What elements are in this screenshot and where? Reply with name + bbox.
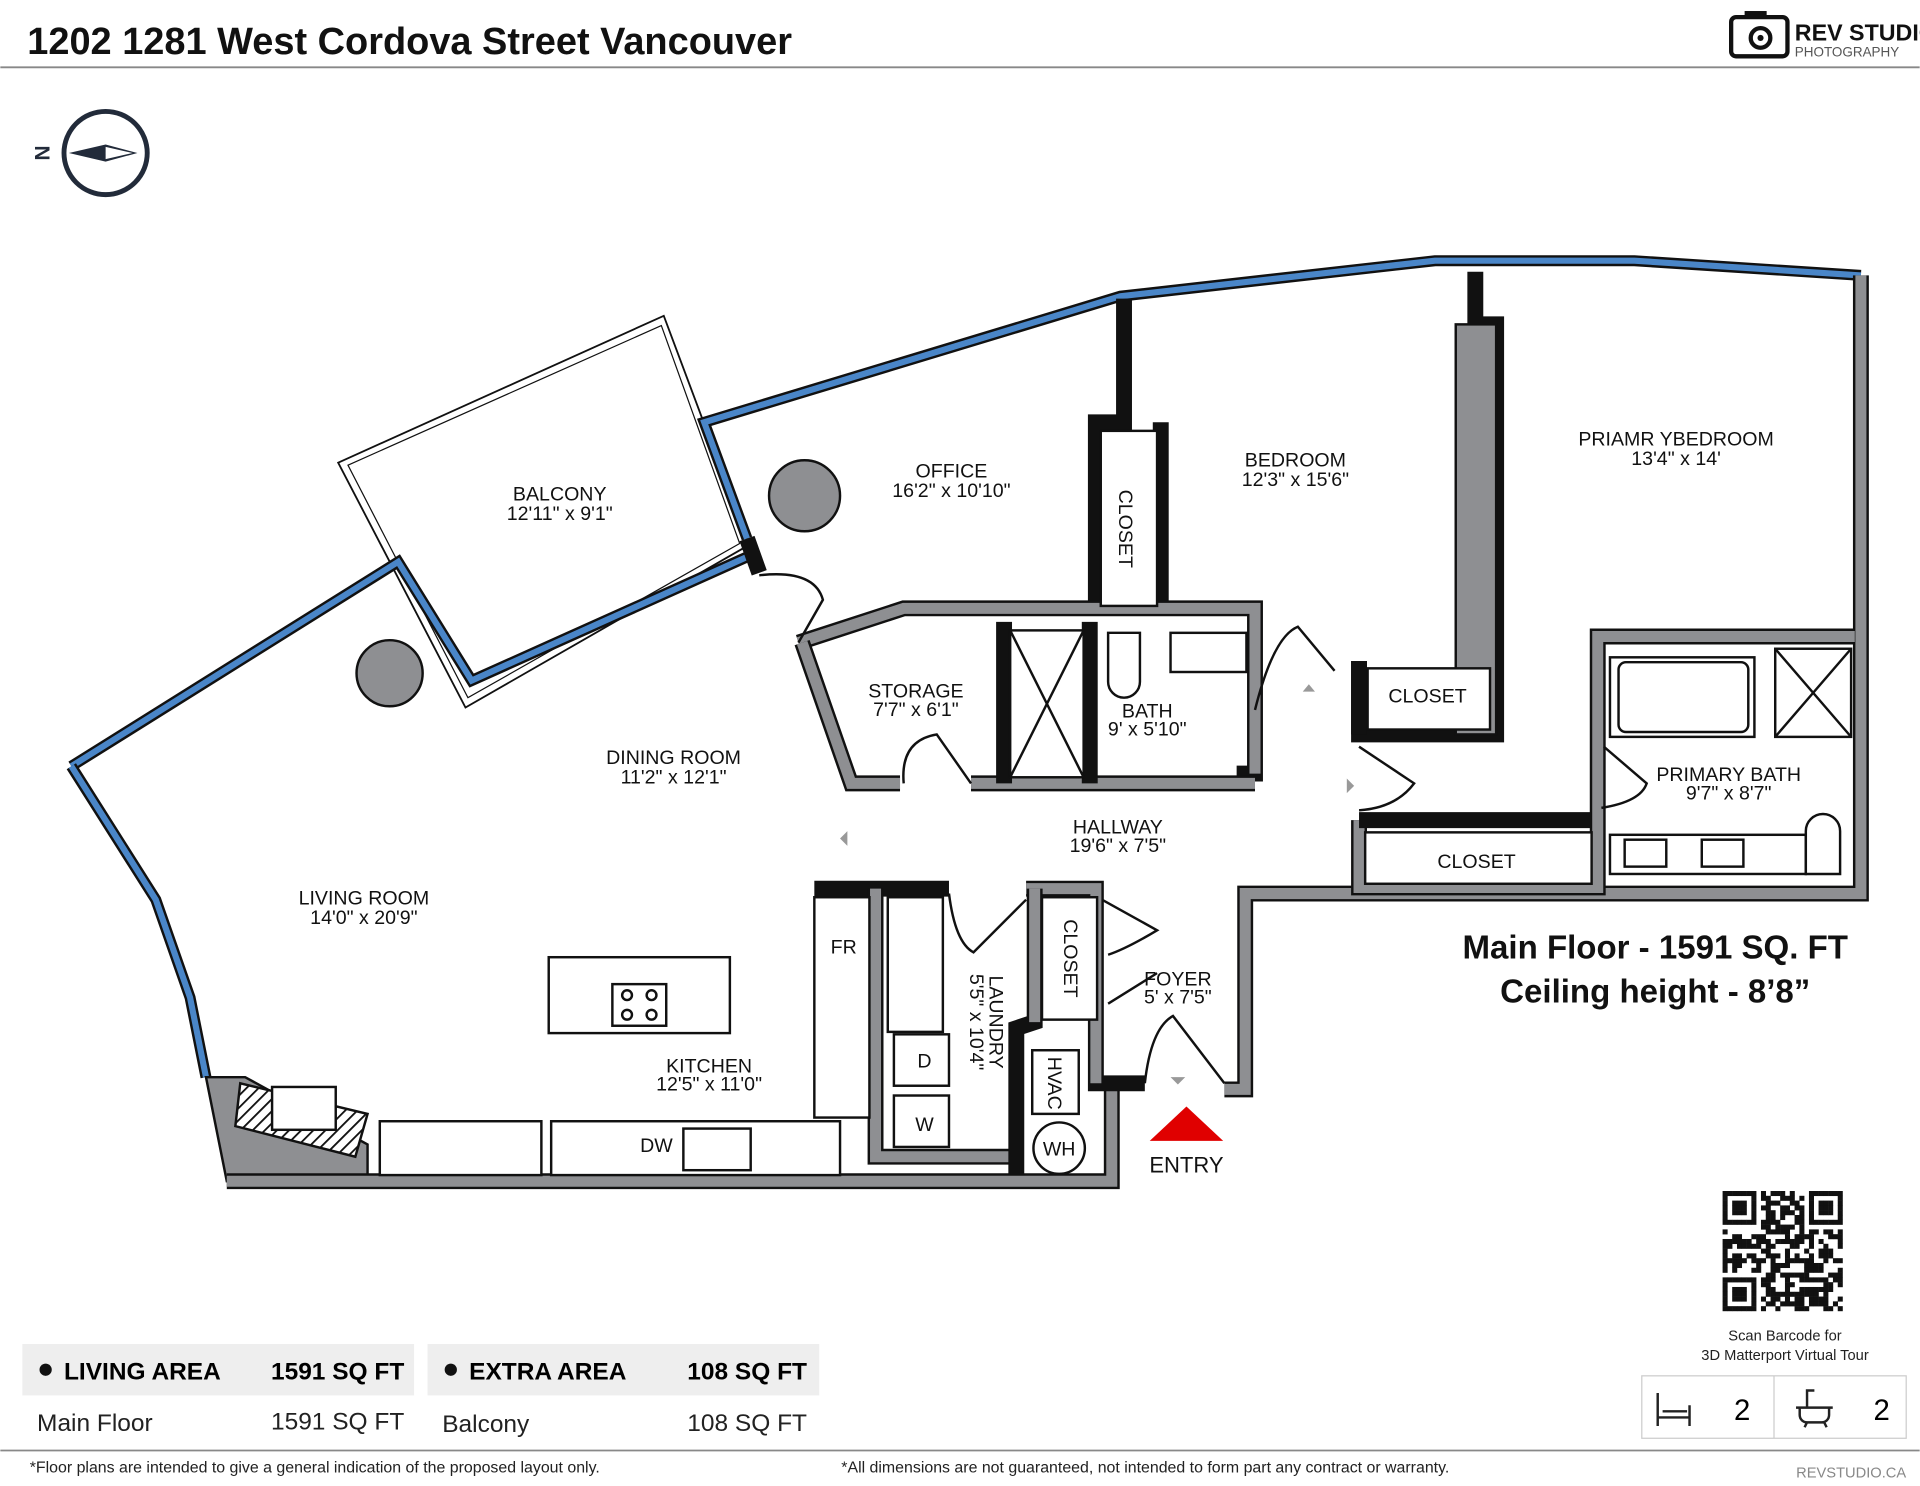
camera-icon xyxy=(1729,11,1790,59)
bedroom-label: BEDROOM xyxy=(1245,449,1346,471)
fridge xyxy=(813,896,871,1119)
bedroom-closet-label: CLOSET xyxy=(1388,686,1466,708)
closet-foyer-box xyxy=(1040,896,1099,1021)
kitchen-dims: 12'5" x 11'0" xyxy=(656,1074,762,1096)
primary-bedroom-dims: 13'4" x 14' xyxy=(1631,448,1721,470)
doors xyxy=(759,573,1649,1085)
washer-label: W xyxy=(915,1114,934,1136)
main-floor-area: Main Floor - 1591 SQ. FT xyxy=(1463,929,1848,966)
toilet-primary xyxy=(1804,812,1842,876)
qr-caption-2: 3D Matterport Virtual Tour xyxy=(1701,1348,1869,1364)
bathtub-icon xyxy=(1796,1389,1833,1428)
dining-label: DINING ROOM xyxy=(606,747,741,769)
storage-label: STORAGE xyxy=(868,681,963,703)
page-title: 1202 1281 West Cordova Street Vancouver xyxy=(27,21,792,63)
bed-icon xyxy=(1656,1392,1691,1427)
closet-office-box xyxy=(1099,429,1159,608)
living-area-total: 1591 SQ FT xyxy=(271,1359,404,1386)
ceiling-height: Ceiling height - 8’8” xyxy=(1500,973,1810,1010)
compass-icon: N xyxy=(31,108,150,198)
fireplace xyxy=(270,1085,337,1132)
bedroom-dims: 12'3" x 15'6" xyxy=(1242,469,1349,491)
kitchen-label: KITCHEN xyxy=(666,1055,752,1077)
foyer-label: FOYER xyxy=(1144,968,1211,990)
fixtures xyxy=(234,429,1853,1177)
office-dims: 16'2" x 10'10" xyxy=(892,480,1010,502)
living-label: LIVING ROOM xyxy=(299,888,430,910)
hallway-label: HALLWAY xyxy=(1073,817,1163,839)
room-labels: BALCONY 12'11" x 9'1" OFFICE 16'2" x 10'… xyxy=(299,429,1801,1178)
dining-dims: 11'2" x 12'1" xyxy=(621,766,727,788)
balcony-dims: 12'11" x 9'1" xyxy=(507,503,613,525)
rev-studio-logo: REV STUDIO PHOTOGRAPHY xyxy=(1729,11,1920,59)
bath-sink xyxy=(1169,631,1248,674)
entry-arrow-icon xyxy=(1149,1106,1224,1141)
footer-note-middle: *All dimensions are not guaranteed, not … xyxy=(841,1460,1449,1477)
bath-dims: 9' x 5'10" xyxy=(1108,719,1187,741)
water-heater xyxy=(1032,1121,1087,1176)
laundry-label: LAUNDRY xyxy=(984,975,1006,1068)
water-heater-label: WH xyxy=(1043,1139,1076,1161)
balcony-label: BALCONY xyxy=(513,484,607,506)
toilet xyxy=(1106,631,1142,699)
entry-label: ENTRY xyxy=(1149,1153,1224,1178)
office-closet-label: CLOSET xyxy=(1114,490,1136,568)
room-counts: 2 2 xyxy=(1641,1375,1907,1439)
compass-north-label: N xyxy=(31,145,54,160)
bathroom-count: 2 xyxy=(1874,1394,1890,1427)
footer-site-link[interactable]: REVSTUDIO.CA xyxy=(1796,1465,1906,1481)
hvac-label: HVAC xyxy=(1043,1057,1065,1110)
extra-area-total: 108 SQ FT xyxy=(687,1359,807,1386)
primary-bedroom-label: PRIAMR YBEDROOM xyxy=(1578,429,1773,451)
storage-dims: 7'7" x 6'1" xyxy=(873,699,959,721)
logo-main-text: REV STUDIO xyxy=(1795,19,1920,45)
bedroom-count: 2 xyxy=(1734,1394,1750,1427)
closet-bedroom-box xyxy=(1366,667,1492,731)
hallway-dims: 19'6" x 7'5" xyxy=(1070,835,1167,857)
primary-bath-label: PRIMARY BATH xyxy=(1656,764,1801,786)
windows xyxy=(66,255,1862,1079)
living-dims: 14'0" x 20'9" xyxy=(310,907,417,929)
dishwasher-label: DW xyxy=(640,1135,673,1157)
living-area-header: LIVING AREA xyxy=(64,1359,221,1386)
cooktop-icon xyxy=(611,982,668,1027)
main-floor-row-label: Main Floor xyxy=(37,1410,153,1437)
logo-sub-text: PHOTOGRAPHY xyxy=(1795,44,1899,59)
qr-code[interactable] xyxy=(1722,1191,1843,1312)
area-table: LIVING AREA 1591 SQ FT EXTRA AREA 108 SQ… xyxy=(22,1344,820,1438)
primary-bath-dims: 9'7" x 8'7" xyxy=(1686,782,1772,804)
laundry-sink xyxy=(886,896,945,1034)
sink-icon xyxy=(682,1127,752,1172)
walls xyxy=(204,271,1869,1190)
laundry-dims: 5'5" x 10'4" xyxy=(965,974,987,1071)
balcony-row-value: 108 SQ FT xyxy=(687,1410,807,1437)
foyer-closet-label: CLOSET xyxy=(1059,919,1081,997)
extra-area-header: EXTRA AREA xyxy=(469,1359,627,1386)
dryer xyxy=(892,1033,951,1087)
balcony-row-label: Balcony xyxy=(442,1411,530,1438)
bath-label: BATH xyxy=(1122,700,1173,722)
fridge-label: FR xyxy=(831,937,857,959)
office-label: OFFICE xyxy=(916,460,988,482)
closet-hall-box xyxy=(1363,831,1593,885)
main-floor-row-value: 1591 SQ FT xyxy=(271,1409,404,1436)
column-living xyxy=(355,638,424,708)
foyer-dims: 5' x 7'5" xyxy=(1144,987,1212,1009)
footer-note-left: *Floor plans are intended to give a gene… xyxy=(30,1460,600,1477)
hvac-unit xyxy=(1030,1049,1080,1116)
washer xyxy=(892,1094,951,1149)
qr-caption-1: Scan Barcode for xyxy=(1728,1328,1841,1344)
column-office xyxy=(767,459,842,533)
dryer-label: D xyxy=(917,1050,931,1072)
hall-closet-label: CLOSET xyxy=(1437,851,1515,873)
